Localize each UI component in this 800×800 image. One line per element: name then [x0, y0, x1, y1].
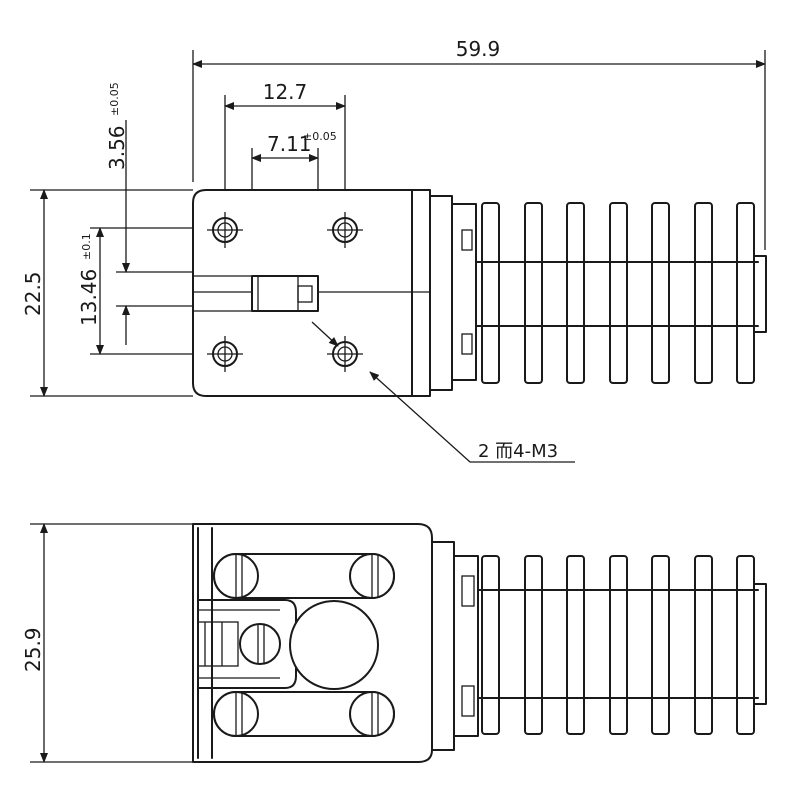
overall-length-label: 59.9 [456, 37, 501, 61]
strain-relief-fins-top [476, 202, 758, 384]
mounting-hole-2 [327, 212, 363, 248]
hole-pitch-y-label: 13.46 [77, 269, 101, 326]
screw-bottom [213, 691, 395, 737]
hole-callout-leader [311, 321, 339, 347]
slot-width-tolerance: ±0.05 [303, 130, 337, 143]
mounting-hole-3 [207, 336, 243, 372]
mounting-hole-1 [207, 212, 243, 248]
top-view [30, 50, 767, 463]
slot-width-label: 7.11 [267, 132, 312, 156]
offset-label: 3.56 [105, 125, 129, 170]
offset-tolerance: ±0.05 [108, 82, 121, 116]
screw-middle [239, 623, 281, 665]
mounting-hole-4 [327, 336, 363, 372]
body-height-label: 22.5 [21, 271, 45, 316]
side-height-label: 25.9 [21, 627, 45, 672]
cable-entry [289, 600, 379, 690]
hole-pitch-y-tolerance: ±0.1 [80, 233, 93, 260]
hole-pitch-x-label: 12.7 [263, 80, 308, 104]
hole-callout-note: 2 而4-M3 [478, 441, 558, 462]
strain-relief-fins-side [481, 555, 755, 735]
side-view [30, 523, 767, 763]
contact-slot [251, 275, 319, 312]
screw-top [213, 553, 395, 599]
